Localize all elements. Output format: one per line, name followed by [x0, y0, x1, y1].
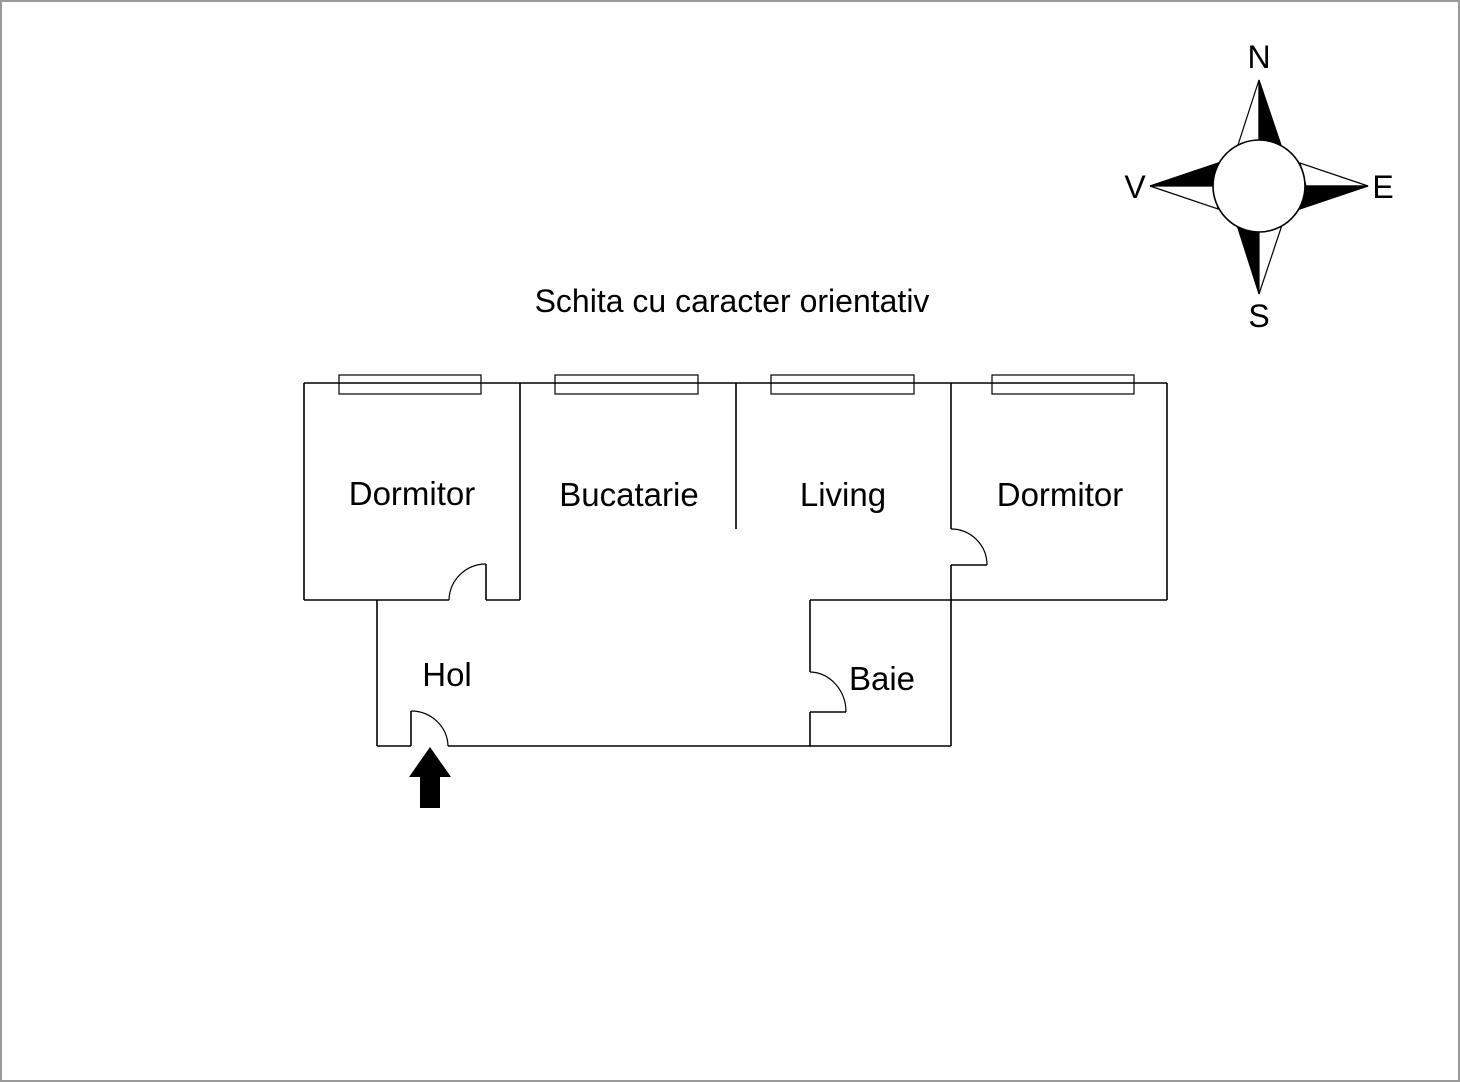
compass-rose-icon — [1149, 79, 1369, 295]
room-label-living: Living — [800, 476, 886, 513]
floor-plan-walls — [303, 382, 1168, 747]
door-dormitor-west — [448, 563, 487, 601]
window-bucatarie — [554, 374, 699, 395]
doors — [410, 528, 988, 747]
compass-north-label: N — [1247, 39, 1270, 75]
compass-east-label: E — [1372, 169, 1393, 205]
room-label-dormitor-west: Dormitor — [349, 475, 476, 512]
compass-west-label: V — [1124, 169, 1146, 205]
windows — [338, 374, 1135, 395]
plan-title: Schita cu caracter orientativ — [535, 283, 930, 319]
room-label-hol: Hol — [422, 656, 472, 693]
door-entrance — [410, 710, 449, 747]
window-dormitor-west — [338, 374, 482, 395]
compass-south-label: S — [1248, 298, 1269, 334]
room-label-bucatarie: Bucatarie — [559, 476, 698, 513]
door-baie — [809, 671, 847, 713]
room-label-baie: Baie — [849, 660, 915, 697]
entrance-arrow-icon — [409, 747, 451, 808]
window-dormitor-east — [991, 374, 1135, 395]
room-label-dormitor-east: Dormitor — [997, 476, 1124, 513]
door-dormitor-east — [950, 528, 988, 566]
window-living — [770, 374, 915, 395]
